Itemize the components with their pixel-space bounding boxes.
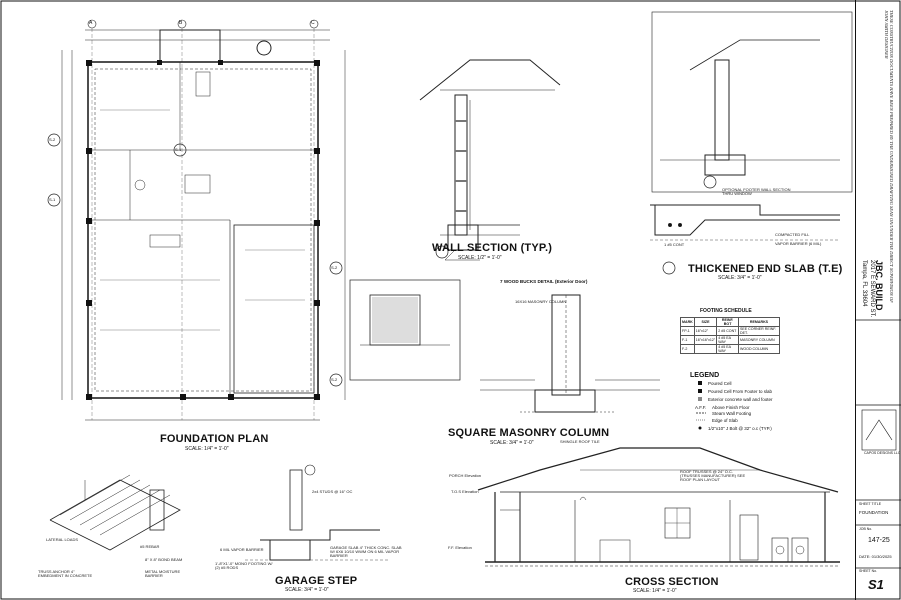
legend-afff: A.F.F.	[695, 405, 707, 410]
sheet-number-label: SHEET No.	[859, 569, 878, 573]
legend-title: LEGEND	[690, 372, 720, 379]
bond-beam-label: 8" X 8" BOND BEAM	[145, 557, 183, 562]
grid-label-a: A	[89, 20, 93, 26]
title-block: THESE CONSTRUCTION DOCUMENTS HAVE BEEN P…	[855, 0, 901, 600]
foundation-plan-title: FOUNDATION PLAN	[160, 433, 269, 445]
wall-section-scale: SCALE: 1/2" = 1'-0"	[458, 255, 502, 261]
rebar-label: #5 REBAR	[140, 544, 160, 549]
legend-item: Steam Wall Footing	[712, 411, 752, 416]
schedule-cell: F-2	[680, 344, 695, 354]
garage-step-title: GARAGE STEP	[275, 575, 358, 587]
schedule-cell: 16"x16"x12"	[693, 335, 718, 345]
garage-slab-label: GARAGE SLAB 4" THICK CONC. SLAB W/ 6X6 1…	[330, 545, 402, 558]
legend-symbols	[696, 381, 706, 430]
job-number: 147-25	[868, 537, 890, 544]
garage-step-drawing	[245, 464, 390, 561]
sheet-number: S1	[868, 577, 884, 592]
foundation-plan	[47, 19, 346, 421]
legend-item: Poured Cell	[708, 381, 732, 386]
schedule-cell: SEE CORNER REINF. DET.	[737, 326, 781, 336]
thickened-slab-drawing	[650, 204, 840, 275]
schedule-cell: 4 #5 EA WAY	[716, 335, 739, 345]
company-address: 2017 E SEWARD ST.	[869, 260, 875, 318]
schedule-cell: 4 #5 EA WAY	[716, 344, 739, 354]
legend-item: Above Finish Floor	[712, 405, 750, 410]
schedule-cell: 16"x12"	[693, 326, 718, 336]
wall-section-drawing	[419, 59, 561, 261]
footing-schedule-title: FOOTING SCHEDULE	[700, 308, 752, 314]
legend-item: 1/2"x10" J Bolt @ 32" o.c (TYP.)	[708, 426, 772, 431]
tos-elevation-label: T.O.S Elevation	[451, 489, 479, 494]
section-tag: S-2	[331, 265, 338, 270]
footing-schedule-table: MARK SIZE REINF. BOT REMARKS FP-1 16"x12…	[680, 317, 781, 354]
cross-section-title: CROSS SECTION	[625, 576, 719, 588]
titleblock-lines	[855, 319, 901, 569]
cont-rebar-label: 1 #5 CONT	[664, 242, 685, 247]
certification-text: THESE CONSTRUCTION DOCUMENTS HAVE BEEN P…	[883, 10, 894, 303]
section-tag: S-1	[49, 197, 56, 202]
table-row: F-2 4 #5 EA WAY WOOD COLUMN	[680, 344, 781, 354]
studs-label: 2x4 STUDS @ 16" OC	[312, 489, 353, 494]
compacted-fill-label: COMPACTED FILL	[775, 232, 810, 237]
shingle-roof-label: SHINGLE ROOF TILE	[560, 439, 600, 444]
section-tag: S-1	[175, 147, 182, 152]
metal-barrier-label: METAL MOISTURE BARRIER	[145, 569, 181, 578]
schedule-cell: F-1	[680, 335, 695, 345]
porch-elevation-label: PORCH Elevation	[449, 473, 482, 478]
thickened-slab-scale: SCALE: 3/4" = 1'-0"	[718, 275, 762, 281]
masonry-column-drawing	[480, 294, 660, 413]
designer-name: CAPOS DESIGNS LLC	[864, 451, 901, 455]
table-row: F-1 16"x16"x12" 4 #5 EA WAY MASONRY COLU…	[680, 335, 781, 345]
job-label: JOB No.	[859, 527, 873, 531]
schedule-header: SIZE	[693, 317, 718, 327]
lateral-loads-label: LATERAL LOADS	[46, 537, 79, 542]
grid-label-c: C	[311, 20, 315, 26]
legend-item: Poured Cell From Footer to slab	[708, 389, 773, 394]
grid-label-b: B	[179, 20, 183, 26]
garage-step-scale: SCALE: 3/4" = 1'-0"	[285, 587, 329, 593]
table-row: MARK SIZE REINF. BOT REMARKS	[680, 317, 781, 327]
schedule-cell: 2 #5 CONT	[716, 326, 739, 336]
schedule-cell: WOOD COLUMN	[737, 344, 781, 354]
thickened-slab-title: THICKENED END SLAB (T.E)	[688, 263, 843, 275]
optional-footer-label: OPTIONAL FOOTER WALL SECTION THRU WINDOW	[722, 187, 791, 196]
wall-section-title: WALL SECTION (TYP.)	[432, 242, 553, 254]
masonry-column-label: 16X16 MASONRY COLUMN	[515, 299, 567, 304]
sheet-date: DATE: 01/30/2025	[859, 554, 892, 559]
schedule-cell: MASONRY COLUMN	[737, 335, 781, 345]
masonry-column-title: SQUARE MASONRY COLUMN	[448, 427, 610, 439]
mono-footing-label: 1'-8"X1'-0" MONO FOOTING W/ (2) #5 RODS	[215, 561, 273, 570]
legend-item: Edge of Slab	[712, 418, 738, 423]
company-name: JBC. BUILD	[874, 260, 884, 311]
cross-section-scale: SCALE: 1/4" = 1'-0"	[633, 588, 677, 594]
schedule-cell	[693, 344, 718, 354]
table-row: FP-1 16"x12" 2 #5 CONT SEE CORNER REINF.…	[680, 326, 781, 336]
truss-anchor-label: TRUSS ANCHOR 4" EMBEDMENT IN CONCRETE	[38, 569, 93, 578]
cross-section-drawing	[477, 447, 840, 567]
truss-3d-detail	[49, 474, 181, 551]
schedule-header: REINF. BOT	[716, 317, 739, 327]
section-tag: S-2	[49, 137, 56, 142]
schedule-header: MARK	[680, 317, 695, 327]
sheet-title-label: SHEET TITLE	[859, 502, 882, 506]
optional-footer-drawing	[651, 11, 853, 193]
sheet-title: FOUNDATION	[859, 510, 889, 515]
wood-bucks-label: 7 WOOD BUCKS DETAIL (Exterior Door)	[500, 279, 588, 284]
company-city: Tampa, FL 33604	[861, 260, 867, 307]
masonry-column-scale: SCALE: 3/4" = 1'-0"	[490, 440, 534, 446]
section-tag: S-2	[331, 377, 338, 382]
schedule-header: REMARKS	[737, 317, 781, 327]
legend-item: Exterior concrete wall and footer	[708, 397, 773, 402]
ff-elevation-label: F.F. Elevation	[448, 545, 472, 550]
vapor-barrier-label: VAPOR BARRIER (6 MIL)	[775, 241, 822, 246]
roof-trusses-label: ROOF TRUSSES @ 24" O.C. (TRUSSES MANUFAC…	[680, 469, 746, 482]
detail-box	[349, 279, 461, 381]
mil-vapor-label: 6 MIL VAPOR BARRIER	[220, 547, 264, 552]
schedule-cell: FP-1	[680, 326, 695, 336]
foundation-plan-scale: SCALE: 1/4" = 1'-0"	[185, 446, 229, 452]
